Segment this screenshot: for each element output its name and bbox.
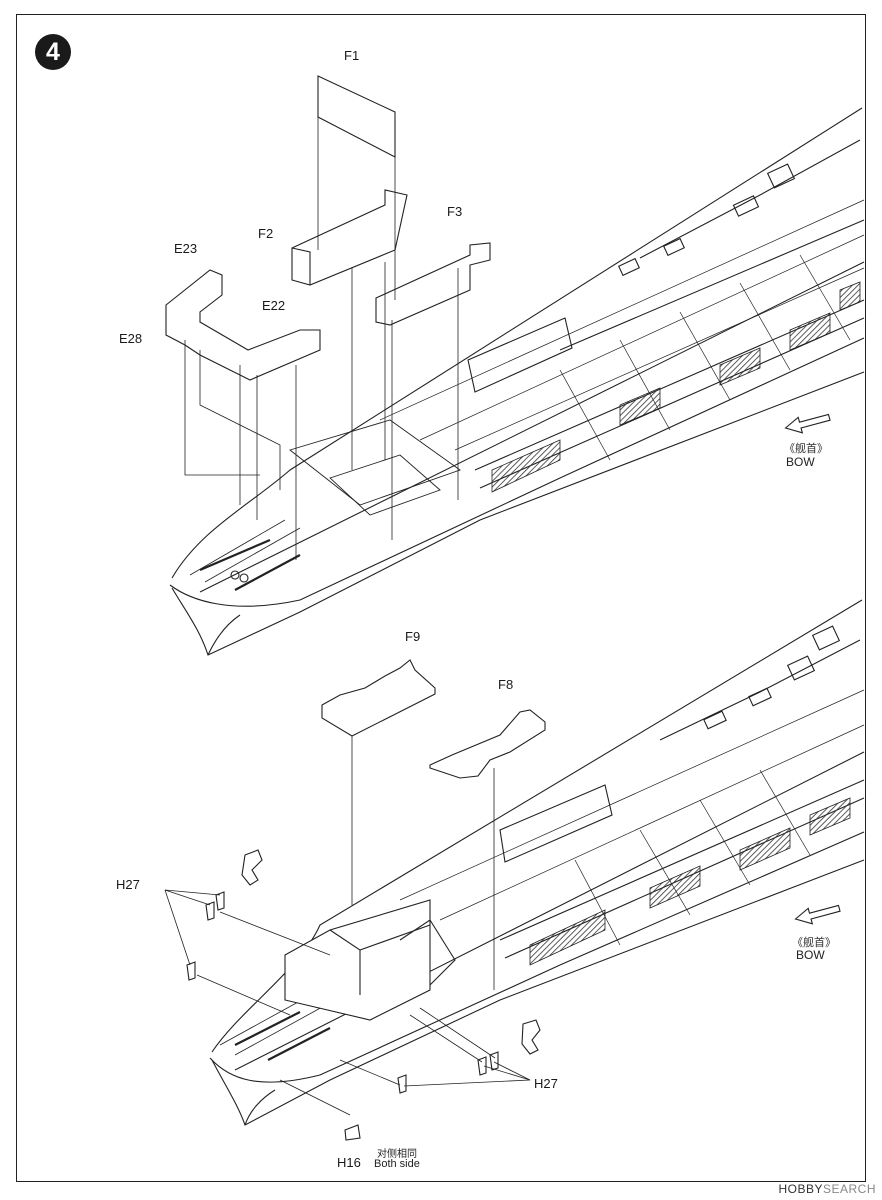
bottom-hull <box>209 599 865 1126</box>
both-side-label-en: Both side <box>374 1158 420 1170</box>
part-F9-drawing <box>321 659 436 737</box>
label-E23: E23 <box>174 241 198 256</box>
label-F3: F3 <box>447 204 463 219</box>
both-side-label-cn: 对侧相同 <box>377 1149 417 1160</box>
part-F2-drawing <box>291 189 408 286</box>
label-E28: E28 <box>119 331 143 346</box>
label-F2: F2 <box>258 226 274 241</box>
part-F8-drawing <box>429 709 546 779</box>
label-F8: F8 <box>498 677 514 692</box>
label-E22: E22 <box>262 298 286 313</box>
label-H27-right: H27 <box>534 1076 558 1091</box>
part-F3-drawing <box>375 242 491 326</box>
part-E23-E22-drawing <box>165 269 321 381</box>
watermark-suffix: SEARCH <box>822 1182 876 1196</box>
top-hull <box>169 107 865 656</box>
label-F9: F9 <box>405 629 421 644</box>
top-leader-lines <box>184 117 459 560</box>
bottom-hangar-openings <box>529 797 851 966</box>
page-border <box>16 14 866 1182</box>
label-H27-left: H27 <box>116 877 140 892</box>
step-number-badge: 4 <box>35 34 71 70</box>
bow-label-en-top: BOW <box>786 455 815 469</box>
watermark-brand: HOBBY <box>778 1182 823 1196</box>
bow-label-cn-top: 《舰首》 <box>784 443 828 455</box>
bottom-leader-lines <box>164 736 531 1116</box>
bow-arrow-top-icon <box>784 413 831 434</box>
bow-label-cn-bottom: 《舰首》 <box>792 937 836 949</box>
label-F1: F1 <box>344 48 360 63</box>
bow-label-en-bottom: BOW <box>796 948 825 962</box>
bow-arrow-bottom-icon <box>794 904 841 925</box>
label-H16: H16 <box>337 1155 361 1170</box>
top-hangar-openings <box>491 281 861 493</box>
part-F1-drawing <box>317 75 396 158</box>
part-H27-pieces <box>186 849 541 1141</box>
watermark: HOBBYSEARCH <box>778 1182 876 1196</box>
